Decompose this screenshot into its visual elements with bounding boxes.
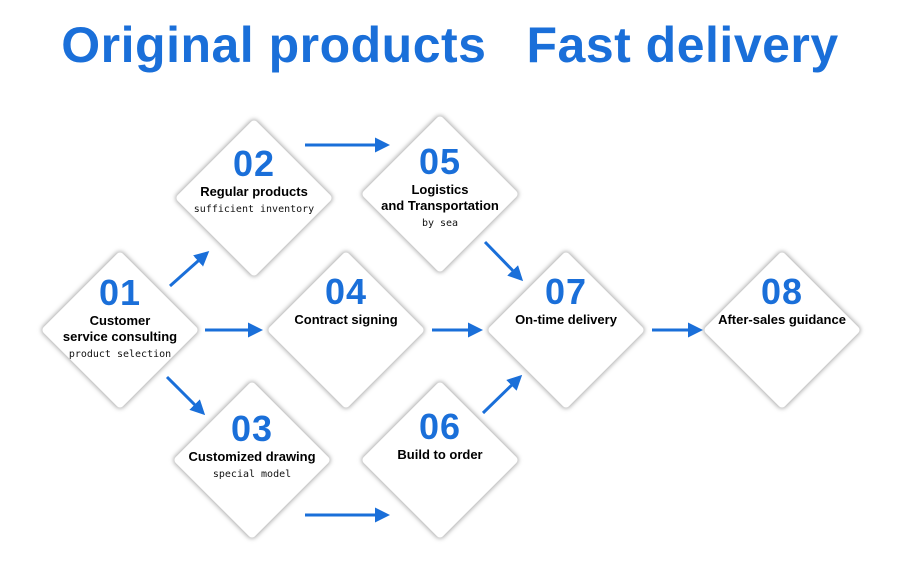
step-03-sub: special model — [212, 469, 292, 480]
step-03-label: Customized drawing — [188, 449, 316, 464]
step-05-number: 05 — [418, 141, 462, 182]
step-06-label: Build to order — [397, 447, 483, 462]
step-02-label: Regular products — [200, 184, 308, 199]
page-title: Original products Fast delivery — [0, 16, 900, 74]
step-01-label: Customer service consulting — [62, 313, 178, 344]
arrow-05-07 — [483, 240, 524, 282]
arrow-01-02 — [169, 251, 210, 288]
title-right: Fast delivery — [526, 17, 839, 73]
step-07-label: On-time delivery — [515, 312, 617, 327]
step-03: 03 Customized drawing special model — [177, 409, 327, 483]
step-07-number: 07 — [544, 271, 588, 312]
step-08-label: After-sales guidance — [718, 312, 846, 327]
step-05-label: Logistics and Transportation — [381, 182, 499, 213]
step-08: 08 After-sales guidance — [707, 272, 857, 328]
step-01-sub: product selection — [68, 349, 172, 360]
step-06-number: 06 — [418, 406, 462, 447]
arrow-01-03 — [165, 375, 206, 416]
step-01: 01 Customer service consulting product s… — [45, 273, 195, 363]
arrow-06-07 — [481, 374, 523, 415]
step-05-sub: by sea — [421, 218, 459, 229]
step-02: 02 Regular products sufficient inventory — [179, 144, 329, 218]
step-03-number: 03 — [230, 408, 274, 449]
step-08-number: 08 — [760, 271, 804, 312]
step-04: 04 Contract signing — [271, 272, 421, 328]
step-05: 05 Logistics and Transportation by sea — [365, 142, 515, 232]
step-04-label: Contract signing — [294, 312, 398, 327]
title-left: Original products — [61, 17, 487, 73]
step-04-number: 04 — [324, 271, 368, 312]
step-07: 07 On-time delivery — [491, 272, 641, 328]
step-06: 06 Build to order — [365, 407, 515, 463]
step-02-number: 02 — [232, 143, 276, 184]
step-01-number: 01 — [98, 272, 142, 313]
step-02-sub: sufficient inventory — [193, 204, 315, 215]
